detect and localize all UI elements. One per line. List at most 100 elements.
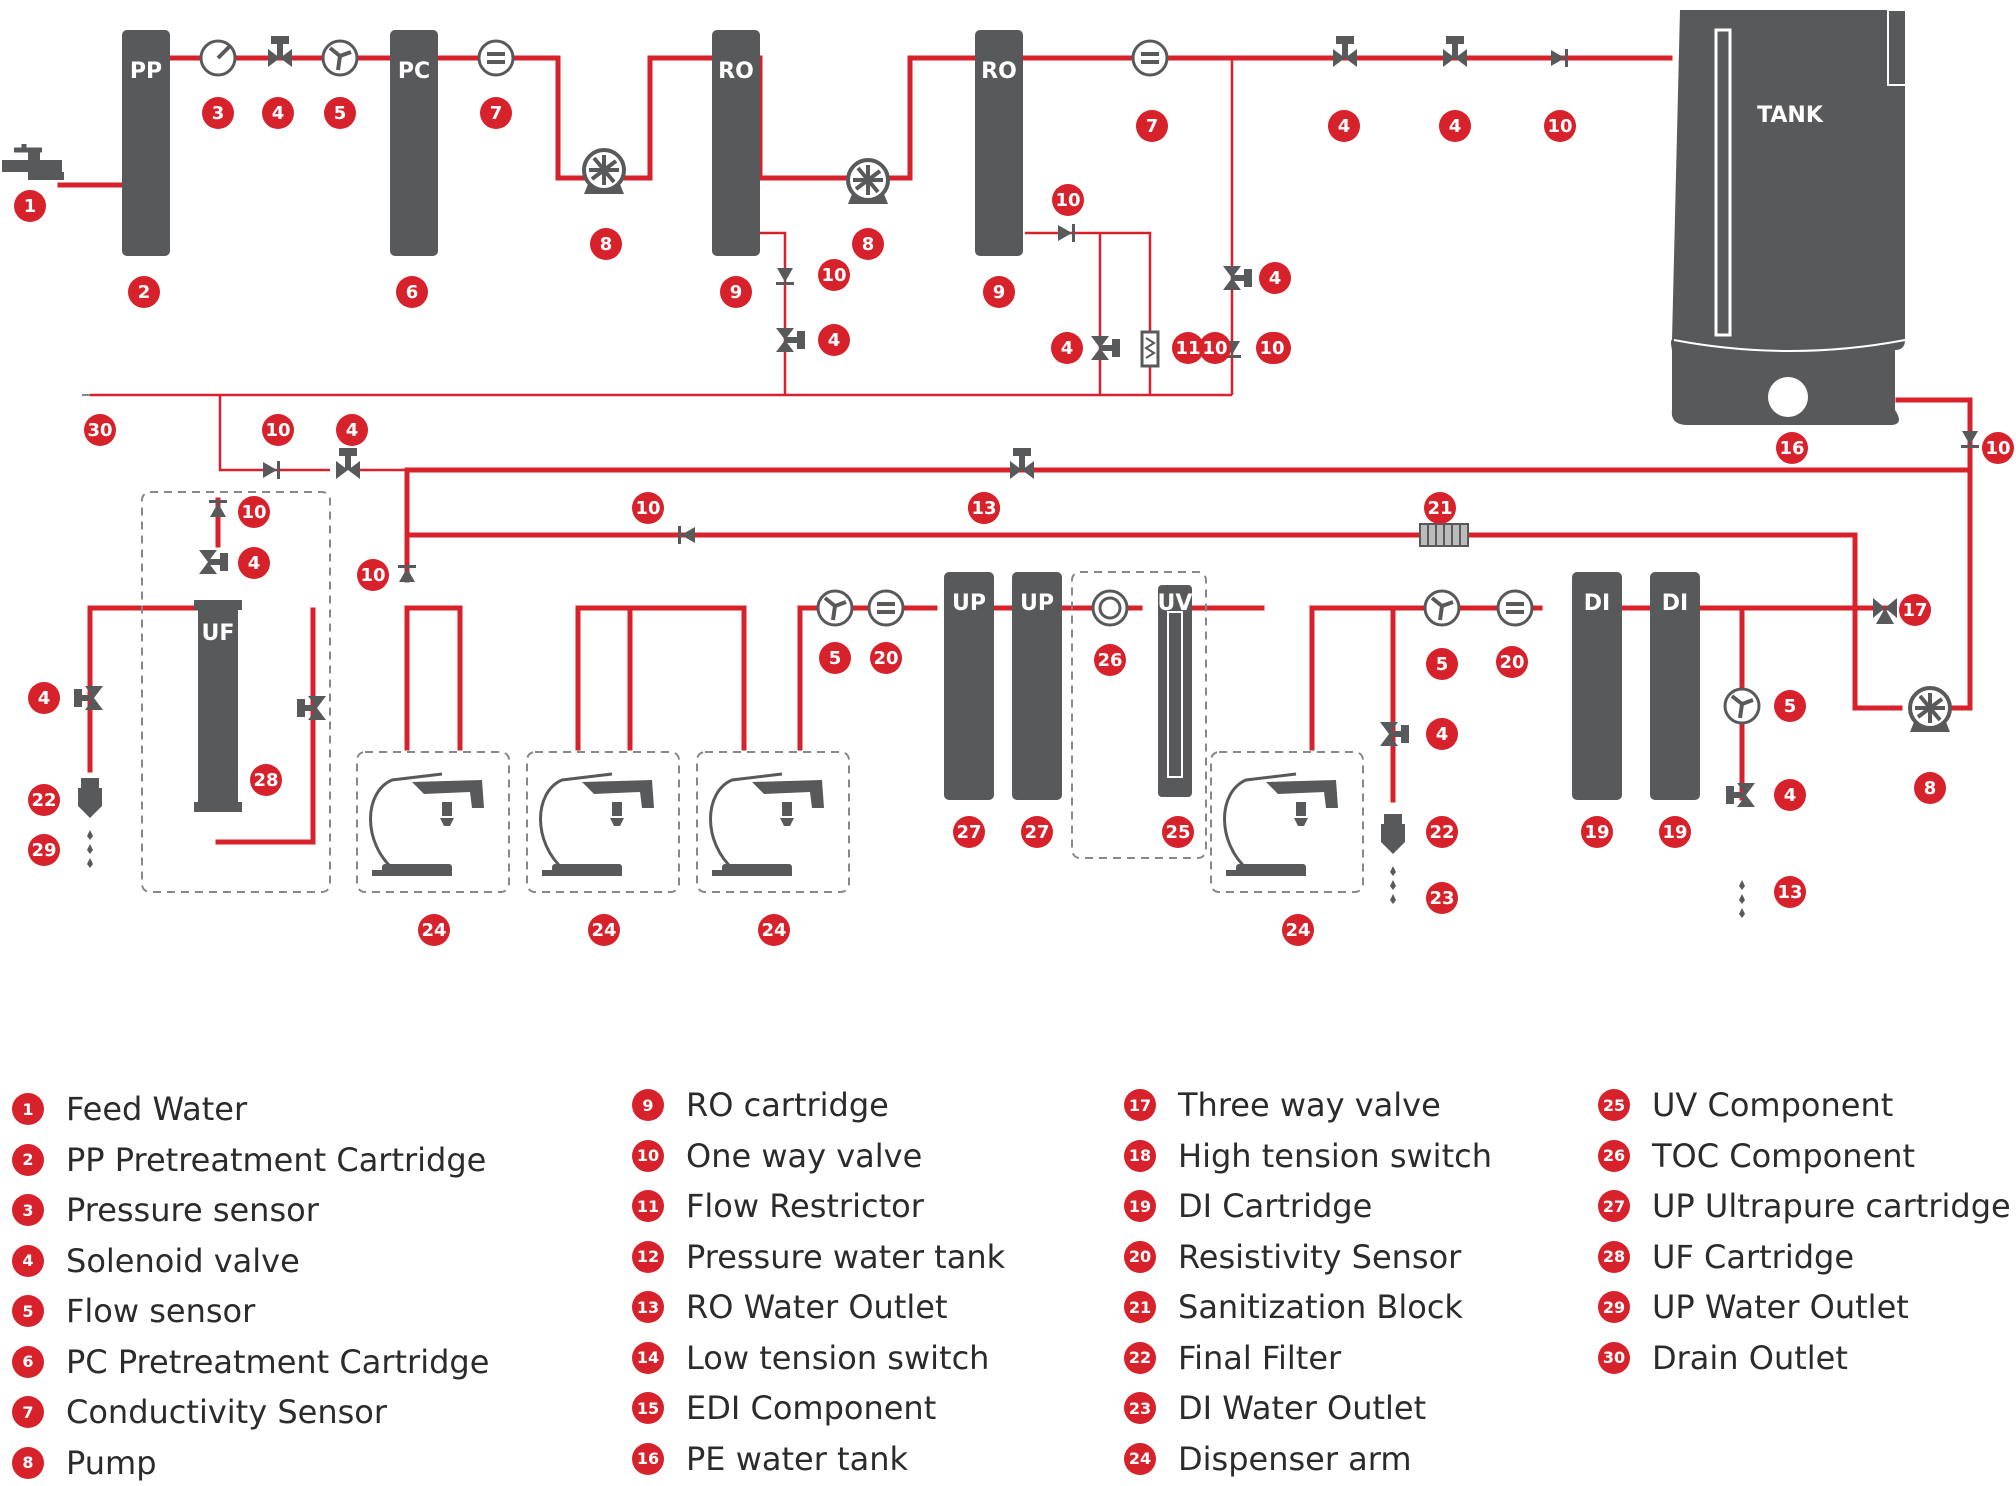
- number-badge: 6: [396, 276, 428, 308]
- legend-label: Solenoid valve: [66, 1241, 300, 1280]
- legend-number-badge: 4: [12, 1244, 44, 1277]
- check-valve-icon: [678, 526, 695, 544]
- pe-water-tank: TANK: [1671, 9, 1907, 425]
- number-badge: 10: [818, 259, 850, 291]
- svg-text:17: 17: [1902, 600, 1927, 621]
- number-badge: 10: [1982, 432, 2014, 464]
- uf-module-box: [141, 491, 331, 893]
- svg-text:20: 20: [1499, 652, 1524, 673]
- svg-text:19: 19: [1584, 822, 1609, 843]
- dispenser-arm-icon: [539, 772, 656, 878]
- number-badge: 4: [1774, 779, 1806, 811]
- number-badge: 5: [1426, 648, 1458, 680]
- number-badge: 5: [324, 97, 356, 129]
- legend-label: One way valve: [686, 1136, 923, 1175]
- legend-label: Pressure water tank: [686, 1237, 1006, 1276]
- legend-label: RO Water Outlet: [686, 1288, 948, 1326]
- number-badge: 5: [819, 642, 851, 674]
- ro-cartridge-2: RO: [975, 30, 1023, 256]
- uv-component: UV: [1158, 585, 1192, 797]
- number-badge: 4: [1328, 110, 1360, 142]
- check-valve-icon: [1058, 224, 1075, 242]
- number-badge: 5: [1774, 690, 1806, 722]
- legend-label: High tension switch: [1178, 1136, 1492, 1175]
- legend-number-badge: 13: [632, 1291, 664, 1323]
- solenoid-valve-icon: [1333, 36, 1357, 67]
- conductivity-sensor-icon: [1131, 39, 1169, 77]
- legend-number-badge: 19: [1124, 1190, 1156, 1222]
- solenoid-valve-icon: [1091, 336, 1120, 360]
- check-valve-icon: [1961, 431, 1979, 448]
- pump-icon: [846, 158, 890, 206]
- flow-sensor-icon: [816, 589, 854, 627]
- flow-restrictor-icon: [1140, 330, 1160, 368]
- svg-text:30: 30: [87, 420, 112, 441]
- svg-text:5: 5: [1436, 654, 1449, 675]
- number-badge: 9: [720, 276, 752, 308]
- number-badge: 21: [1424, 492, 1456, 524]
- number-badge: 26: [1094, 644, 1126, 676]
- legend-label: UP Ultrapure cartridge: [1652, 1187, 2011, 1225]
- number-badge: 30: [84, 414, 116, 446]
- legend-label: Sanitization Block: [1178, 1288, 1463, 1326]
- legend-label: UP Water Outlet: [1652, 1288, 1909, 1326]
- svg-text:4: 4: [1269, 268, 1282, 289]
- legend-number-badge: 26: [1598, 1139, 1630, 1172]
- number-badge: 24: [758, 914, 790, 946]
- di-cartridge-1: DI: [1572, 572, 1622, 800]
- pp-cartridge: PP: [122, 30, 170, 256]
- number-badge: 4: [262, 97, 294, 129]
- number-badge: 7: [480, 97, 512, 129]
- number-badge: 22: [28, 784, 60, 816]
- number-badge: 27: [1021, 816, 1053, 848]
- pump-icon: [1908, 686, 1952, 734]
- legend-label: UF Cartridge: [1652, 1237, 1855, 1276]
- number-badge: 16: [1776, 432, 1808, 464]
- legend-number-badge: 25: [1598, 1089, 1630, 1121]
- solenoid-valve-icon: [1223, 266, 1252, 290]
- number-badge: 4: [1439, 110, 1471, 142]
- legend-item: 4 Solenoid valve: [12, 1238, 300, 1284]
- solenoid-valve-icon: [336, 448, 360, 479]
- svg-text:4: 4: [1061, 338, 1074, 359]
- svg-text:6: 6: [406, 282, 419, 303]
- svg-text:4: 4: [248, 553, 261, 574]
- svg-text:4: 4: [1436, 724, 1449, 745]
- legend-label: Feed Water: [66, 1090, 248, 1128]
- number-badge: 8: [852, 228, 884, 260]
- svg-text:22: 22: [1429, 822, 1454, 843]
- svg-text:8: 8: [600, 234, 613, 255]
- solenoid-valve-icon: [297, 696, 326, 720]
- svg-text:10: 10: [1547, 116, 1572, 137]
- legend-number-badge: 14: [632, 1341, 664, 1374]
- number-badge: 8: [590, 228, 622, 260]
- svg-text:10: 10: [241, 502, 266, 523]
- uf-cartridge: UF: [194, 600, 242, 812]
- svg-text:27: 27: [956, 822, 981, 843]
- legend-number-badge: 1: [12, 1093, 44, 1125]
- svg-text:10: 10: [1259, 338, 1284, 359]
- svg-text:PC: PC: [398, 59, 430, 84]
- svg-text:10: 10: [265, 420, 290, 441]
- svg-text:24: 24: [761, 920, 786, 941]
- ro-cartridge-1: RO: [712, 30, 760, 256]
- svg-text:24: 24: [591, 920, 616, 941]
- solenoid-valve-icon: [1443, 36, 1467, 67]
- number-badge: 13: [968, 492, 1000, 524]
- number-badge: 9: [983, 276, 1015, 308]
- svg-text:5: 5: [1784, 696, 1797, 717]
- svg-text:RO: RO: [981, 59, 1017, 84]
- legend-number-badge: 23: [1124, 1392, 1156, 1424]
- svg-text:24: 24: [421, 920, 446, 941]
